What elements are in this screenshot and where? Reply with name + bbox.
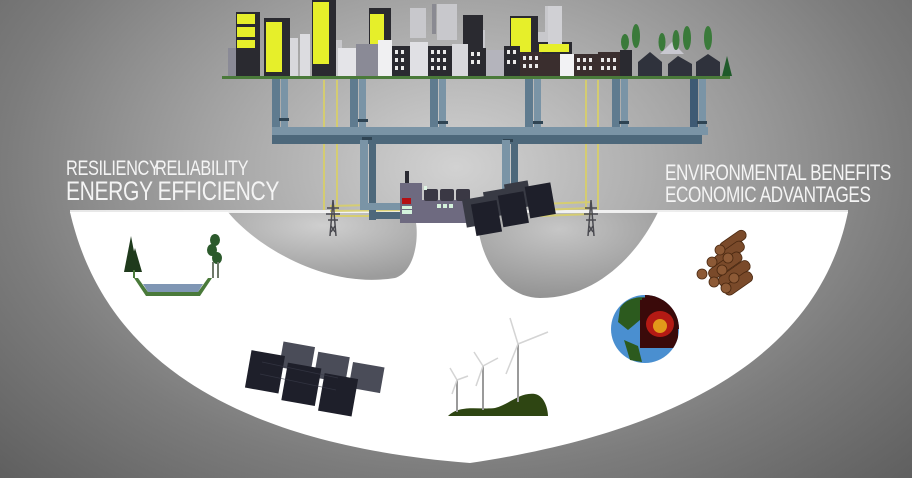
- office-tower: [264, 18, 298, 76]
- label-energy-efficiency: ENERGY EFFICIENCY: [66, 176, 279, 206]
- label-economic-advantages: ECONOMIC ADVANTAGES: [665, 182, 871, 207]
- white-bowl: [70, 212, 848, 463]
- geothermal-earth-icon: [611, 295, 679, 363]
- office-tower: [228, 12, 260, 76]
- wind-turbines-icon: [448, 317, 549, 416]
- label-environmental-benefits: ENVIRONMENTAL BENEFITS: [665, 160, 891, 185]
- label-resiliency: RESILIENCY: [66, 157, 160, 180]
- solar-array-top: [462, 180, 556, 237]
- city-skyline: [222, 0, 732, 79]
- transmission-tower-right: [584, 199, 598, 237]
- district-pipe-network: [272, 78, 708, 220]
- transmission-tower-left: [326, 199, 340, 237]
- solar-panels-icon: [244, 341, 385, 417]
- office-tower: [300, 0, 336, 76]
- biomass-logs-icon: [696, 229, 753, 296]
- label-reliability: RELIABILITY: [155, 157, 249, 180]
- house-windows: [395, 50, 616, 70]
- trees: [621, 24, 732, 76]
- suburban-houses: [638, 42, 720, 76]
- office-tower: [369, 8, 391, 48]
- hydro-reservoir-icon: [124, 234, 222, 296]
- right-inner-bump: [477, 212, 658, 298]
- left-inner-bump: [228, 212, 417, 280]
